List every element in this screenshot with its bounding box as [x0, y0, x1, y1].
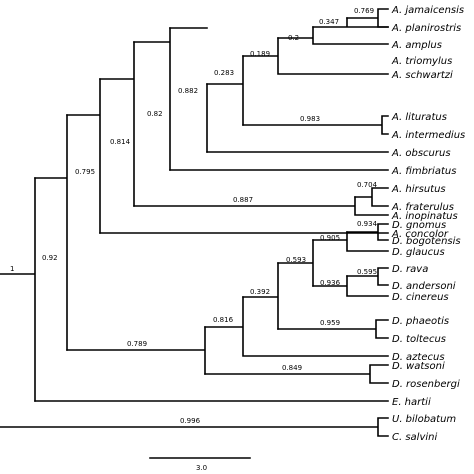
branch-node-0392 [242, 262, 279, 330]
support-0704: 0.704 [357, 181, 378, 189]
support-0593: 0.593 [286, 256, 306, 264]
branch-node-0795 [66, 78, 101, 234]
tip-label: E. hartii [392, 397, 431, 408]
tip-label: D. bogotensis [392, 236, 461, 247]
support-0996: 0.996 [180, 417, 201, 425]
tip-label: A. fraterulus [391, 202, 454, 213]
branch-root [0, 177, 36, 402]
tip-label: A. triomylus [391, 56, 452, 67]
branch-node-0936 [312, 275, 389, 297]
tip-label: A. obscurus [391, 148, 451, 159]
branch-node-0789 [66, 326, 206, 375]
support-0283: 0.283 [214, 69, 234, 77]
scale-bar: 3.0 [149, 457, 251, 472]
support-0849: 0.849 [282, 364, 302, 372]
support-0934: 0.934 [357, 220, 378, 228]
branch-node-0983 [242, 115, 389, 135]
tip-label: D. phaeotis [392, 316, 449, 327]
support-0936: 0.936 [320, 279, 341, 287]
support-0816: 0.816 [213, 316, 234, 324]
support-0882: 0.882 [178, 87, 198, 95]
tip-label: D. glaucus [392, 247, 445, 258]
support-02: 0.2 [288, 34, 299, 42]
branch-node-0959 [277, 319, 389, 339]
support-0983: 0.983 [300, 115, 320, 123]
branch-node-02 [277, 26, 389, 45]
tip-label-gnomus: D. gnomus [392, 220, 446, 231]
support-values: 0.769 0.347 0.2 0.189 0.983 0.283 0.882 … [10, 7, 378, 425]
tip-labels: A. jamaicensis A. planirostris A. amplus… [391, 5, 465, 443]
branch-node-0593 [277, 239, 314, 287]
branch-node-092 [34, 114, 68, 351]
tip-label: C. salvini [392, 432, 437, 443]
support-0814: 0.814 [110, 138, 131, 146]
branch-node-0905 [312, 231, 389, 252]
branch-node-0283 [206, 55, 244, 126]
branch-node-0814 [99, 41, 135, 207]
support-0595: 0.595 [357, 268, 377, 276]
support-092: 0.92 [42, 254, 58, 262]
support-082: 0.82 [147, 110, 163, 118]
branch-node-0189 [242, 37, 389, 75]
tip-label: D. toltecus [392, 334, 446, 345]
tip-label: D. andersoni [392, 281, 456, 292]
support-0887: 0.887 [233, 196, 253, 204]
branch-node-082 [133, 27, 171, 171]
support-0789: 0.789 [127, 340, 147, 348]
tip-label: D. rava [392, 264, 428, 275]
tip-label: A. concolor [391, 229, 449, 240]
support-0795: 0.795 [75, 168, 95, 176]
tip-label: U. bilobatum [392, 414, 456, 425]
tip-label: A. planirostris [391, 23, 461, 34]
tip-label-inopinatus: A. inopinatus [391, 211, 458, 222]
tip-label: A. lituratus [391, 112, 447, 123]
branch-node-0769 [346, 8, 389, 28]
tip-label: A. amplus [391, 40, 442, 51]
branch-node-0849 [204, 364, 389, 384]
scale-bar-label: 3.0 [196, 464, 207, 472]
support-0769: 0.769 [354, 7, 374, 15]
branch-node-0595 [346, 267, 389, 286]
branch-node-0704 [354, 187, 389, 207]
branch-node-0934 [346, 223, 389, 241]
tree-branches [0, 8, 389, 437]
tip-label: D. watsoni [392, 361, 445, 372]
tip-label: A. jamaicensis [391, 5, 464, 16]
branch-outgroup [0, 417, 389, 437]
support-0959: 0.959 [320, 319, 340, 327]
support-0189: 0.189 [250, 50, 270, 58]
branch-node-0882 [169, 27, 208, 153]
support-0347: 0.347 [319, 18, 339, 26]
support-1: 1 [10, 265, 14, 273]
support-0905: 0.905 [320, 234, 340, 242]
branch-node-0887 [133, 196, 389, 216]
tip-label: A. intermedius [391, 130, 465, 141]
branch-node-0816 [204, 296, 389, 357]
tip-label: D. aztecus [392, 352, 445, 363]
tip-label: A. hirsutus [391, 184, 446, 195]
tip-label: A. schwartzi [391, 70, 453, 81]
tip-label: D. rosenbergi [392, 379, 460, 390]
tip-label: A. fimbriatus [391, 166, 456, 177]
support-0392: 0.392 [250, 288, 270, 296]
tip-label: D. cinereus [392, 292, 449, 303]
